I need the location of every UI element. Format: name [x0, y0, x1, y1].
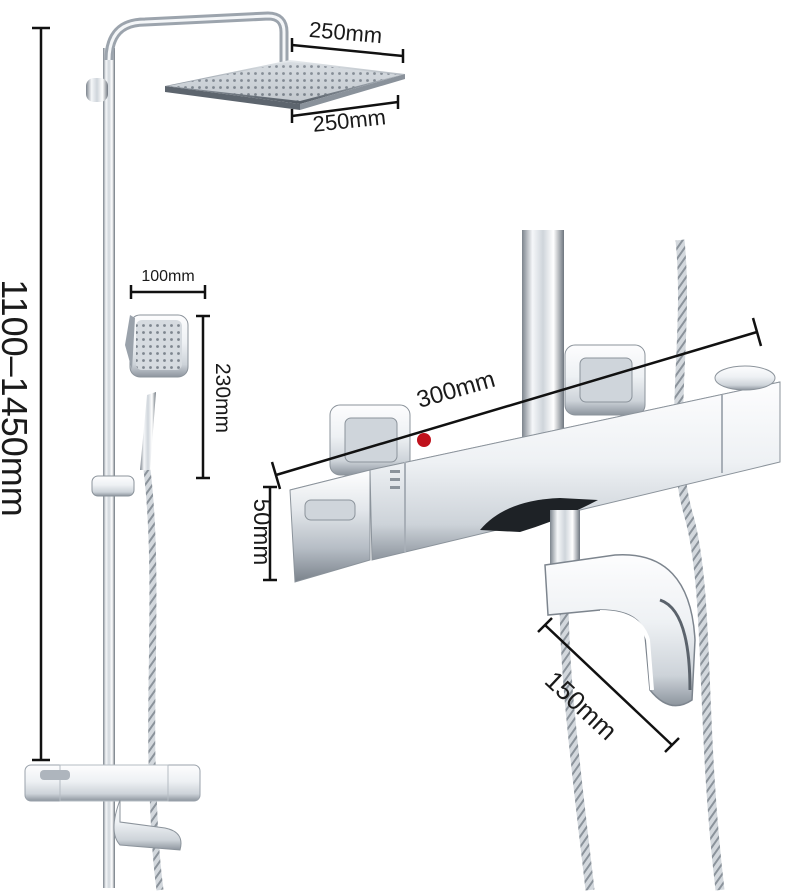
rain-head-width-line [291, 43, 404, 58]
temperature-markings [390, 470, 400, 489]
wall-flange-left [329, 404, 411, 476]
closeup-hose-right [673, 239, 725, 891]
slide-bracket [91, 475, 135, 497]
total-height-label: 1100–1450mm [0, 279, 35, 517]
hand-shower-length-label: 230mm [211, 363, 234, 433]
bath-spout-small [113, 799, 182, 851]
rain-shower-head [165, 60, 405, 110]
bath-spout [544, 510, 696, 707]
rain-head-depth-line [291, 100, 399, 118]
control-button [304, 499, 356, 521]
valve-closeup [289, 230, 781, 891]
closeup-riser [522, 230, 564, 450]
diverter-button [714, 365, 776, 391]
hand-shower [125, 314, 189, 470]
dimension-lines [32, 26, 763, 762]
valve-height-label: 50mm [248, 499, 275, 566]
thermostat-valve-body [289, 365, 781, 583]
valve-length-label: 300mm [414, 366, 498, 414]
thermostat-valve-small [24, 764, 201, 802]
water-outlet [480, 498, 598, 532]
wall-bracket [86, 78, 108, 102]
riser-pipe [103, 48, 115, 888]
shower-column-overview [24, 11, 405, 891]
spout-length-line [544, 624, 673, 746]
wall-flange-right [564, 344, 646, 416]
rain-head-width-label: 250mm [308, 17, 383, 48]
shower-hose [143, 469, 164, 891]
hand-shower-width-label: 100mm [141, 268, 194, 285]
valve-length-line [275, 330, 758, 477]
hot-indicator-icon [417, 433, 431, 447]
spout-length-label: 150mm [539, 665, 623, 746]
rain-head-depth-label: 250mm [311, 104, 387, 137]
